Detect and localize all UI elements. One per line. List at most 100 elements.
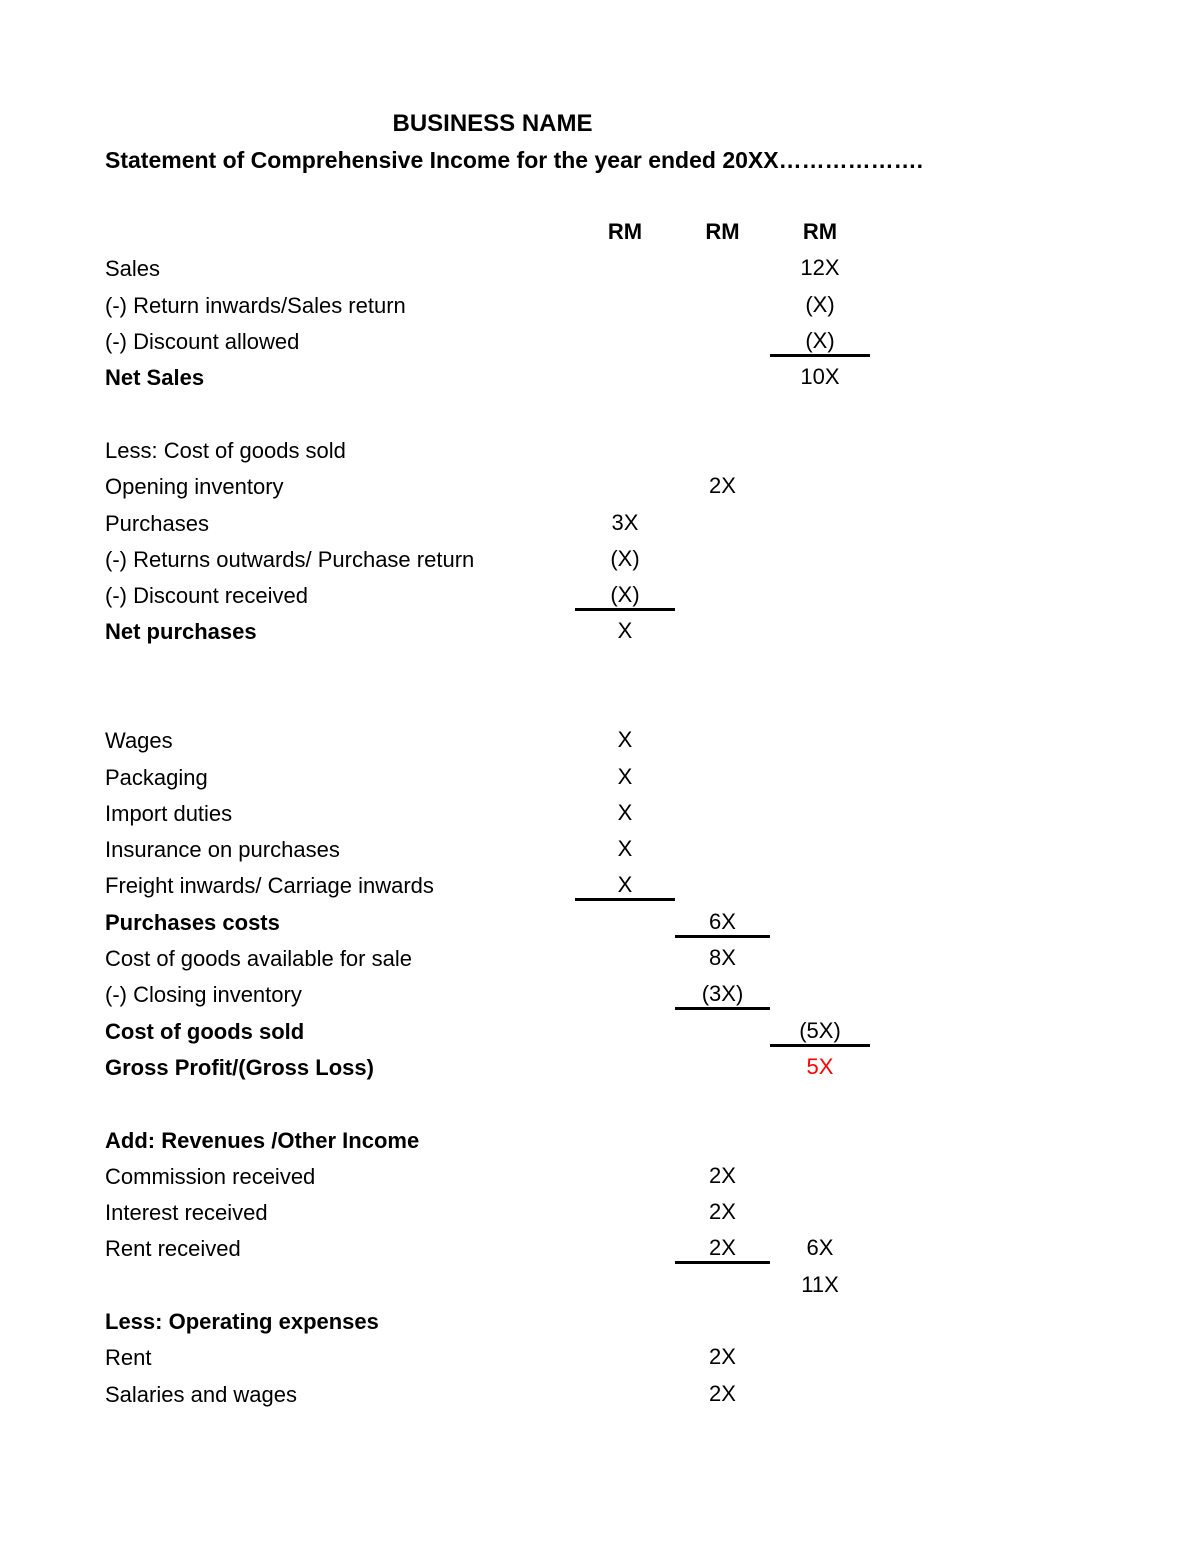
amount-cell <box>575 1126 675 1156</box>
amount-cell <box>770 871 870 901</box>
amount-cell <box>575 1343 675 1373</box>
statement-row: Cost of goods sold(5X) <box>105 1014 880 1050</box>
amount-cell <box>575 363 675 393</box>
statement-row: (-) Discount allowed (X) <box>105 324 880 360</box>
statement-row: (-) Return inwards/Sales return(X) <box>105 288 880 324</box>
amount-cell <box>675 1126 770 1156</box>
spacer-row <box>105 396 880 432</box>
amount-cell <box>770 472 870 502</box>
amount-cell <box>575 1162 675 1192</box>
amount-cell: 2X <box>709 1162 736 1188</box>
row-label: Purchases <box>105 510 209 536</box>
amount-cell <box>575 436 675 466</box>
amount-cell <box>575 1053 675 1083</box>
row-label: (-) Discount received <box>105 583 308 609</box>
amount-cell <box>675 327 770 357</box>
row-label: Commission received <box>105 1163 316 1189</box>
amount-cell <box>575 944 675 974</box>
amount-cell: 2X <box>709 1380 736 1406</box>
row-label: Rent <box>105 1345 152 1371</box>
row-label: Import duties <box>105 800 233 826</box>
amount-cell <box>770 1198 870 1228</box>
row-label: Gross Profit/(Gross Loss) <box>105 1054 374 1080</box>
row-label: Net Sales <box>105 365 205 391</box>
amount-cell <box>575 908 675 938</box>
amount-cell <box>770 545 870 575</box>
amount-cell <box>675 871 770 901</box>
amount-cell <box>770 1126 870 1156</box>
amount-cell: (X) <box>610 545 640 571</box>
row-label: Cost of goods sold <box>105 1018 305 1044</box>
amount-cell <box>770 799 870 829</box>
row-label: Interest received <box>105 1200 268 1226</box>
amount-cell: X <box>617 618 633 644</box>
row-label: Purchases costs <box>105 909 280 935</box>
amount-cell <box>675 254 770 284</box>
amount-cell <box>675 617 770 647</box>
income-statement-sheet: BUSINESS NAME Statement of Comprehensive… <box>105 110 923 1413</box>
statement-row: (-) Discount received (X) <box>105 578 880 614</box>
row-label: Wages <box>105 728 173 754</box>
amount-cell <box>675 509 770 539</box>
amount-cell <box>770 617 870 647</box>
amount-cell <box>675 436 770 466</box>
amount-cell: (X) <box>770 327 870 358</box>
row-label: (-) Returns outwards/ Purchase return <box>105 546 475 572</box>
row-label: Net purchases <box>105 619 257 645</box>
business-name-title: BUSINESS NAME <box>392 110 593 137</box>
amount-cell <box>675 726 770 756</box>
amount-cell: 10X <box>800 364 840 390</box>
amount-cell <box>575 1198 675 1228</box>
spacer-row <box>105 1086 880 1122</box>
amount-cell <box>770 1307 870 1337</box>
amount-cell: X <box>575 871 675 902</box>
amount-cell: X <box>617 727 633 753</box>
amount-cell: (X) <box>575 581 675 612</box>
amount-cell: (3X) <box>675 980 770 1011</box>
statement-row: Less: Cost of goods sold <box>105 433 880 469</box>
row-label: (-) Discount allowed <box>105 329 300 355</box>
amount-cell <box>675 363 770 393</box>
statement-row: (-) Returns outwards/ Purchase return (X) <box>105 542 880 578</box>
statement-row: Salaries and wages 2X <box>105 1377 880 1413</box>
amount-cell: 12X <box>800 255 840 281</box>
row-label: Less: Cost of goods sold <box>105 437 346 463</box>
statement-row: Freight inwards/ Carriage inwards X <box>105 868 880 904</box>
amount-cell: X <box>617 799 633 825</box>
row-label: (-) Return inwards/Sales return <box>105 292 406 318</box>
amount-cell: 5X <box>806 1053 834 1079</box>
statement-row: Import duties X <box>105 796 880 832</box>
amount-cell <box>575 472 675 502</box>
amount-cell <box>770 1162 870 1192</box>
amount-cell: X <box>617 836 633 862</box>
row-label: Cost of goods available for sale <box>105 946 412 972</box>
amount-cell: 6X <box>806 1235 834 1261</box>
amount-cell <box>675 545 770 575</box>
amount-cell <box>575 254 675 284</box>
row-label: Rent received <box>105 1236 241 1262</box>
amount-cell <box>575 1234 675 1264</box>
amount-cell <box>675 581 770 611</box>
column-header-rm-1: RM <box>607 219 643 245</box>
amount-cell <box>770 980 870 1010</box>
amount-cell <box>770 835 870 865</box>
column-header-rm-3: RM <box>802 219 838 245</box>
row-label: Opening inventory <box>105 474 284 500</box>
row-label: Salaries and wages <box>105 1381 298 1407</box>
row-label: Freight inwards/ Carriage inwards <box>105 873 434 899</box>
amount-cell <box>770 726 870 756</box>
amount-cell <box>675 291 770 321</box>
statement-row: Less: Operating expenses <box>105 1304 880 1340</box>
row-label: (-) Closing inventory <box>105 982 302 1008</box>
statement-row: Gross Profit/(Gross Loss) 5X <box>105 1050 880 1086</box>
